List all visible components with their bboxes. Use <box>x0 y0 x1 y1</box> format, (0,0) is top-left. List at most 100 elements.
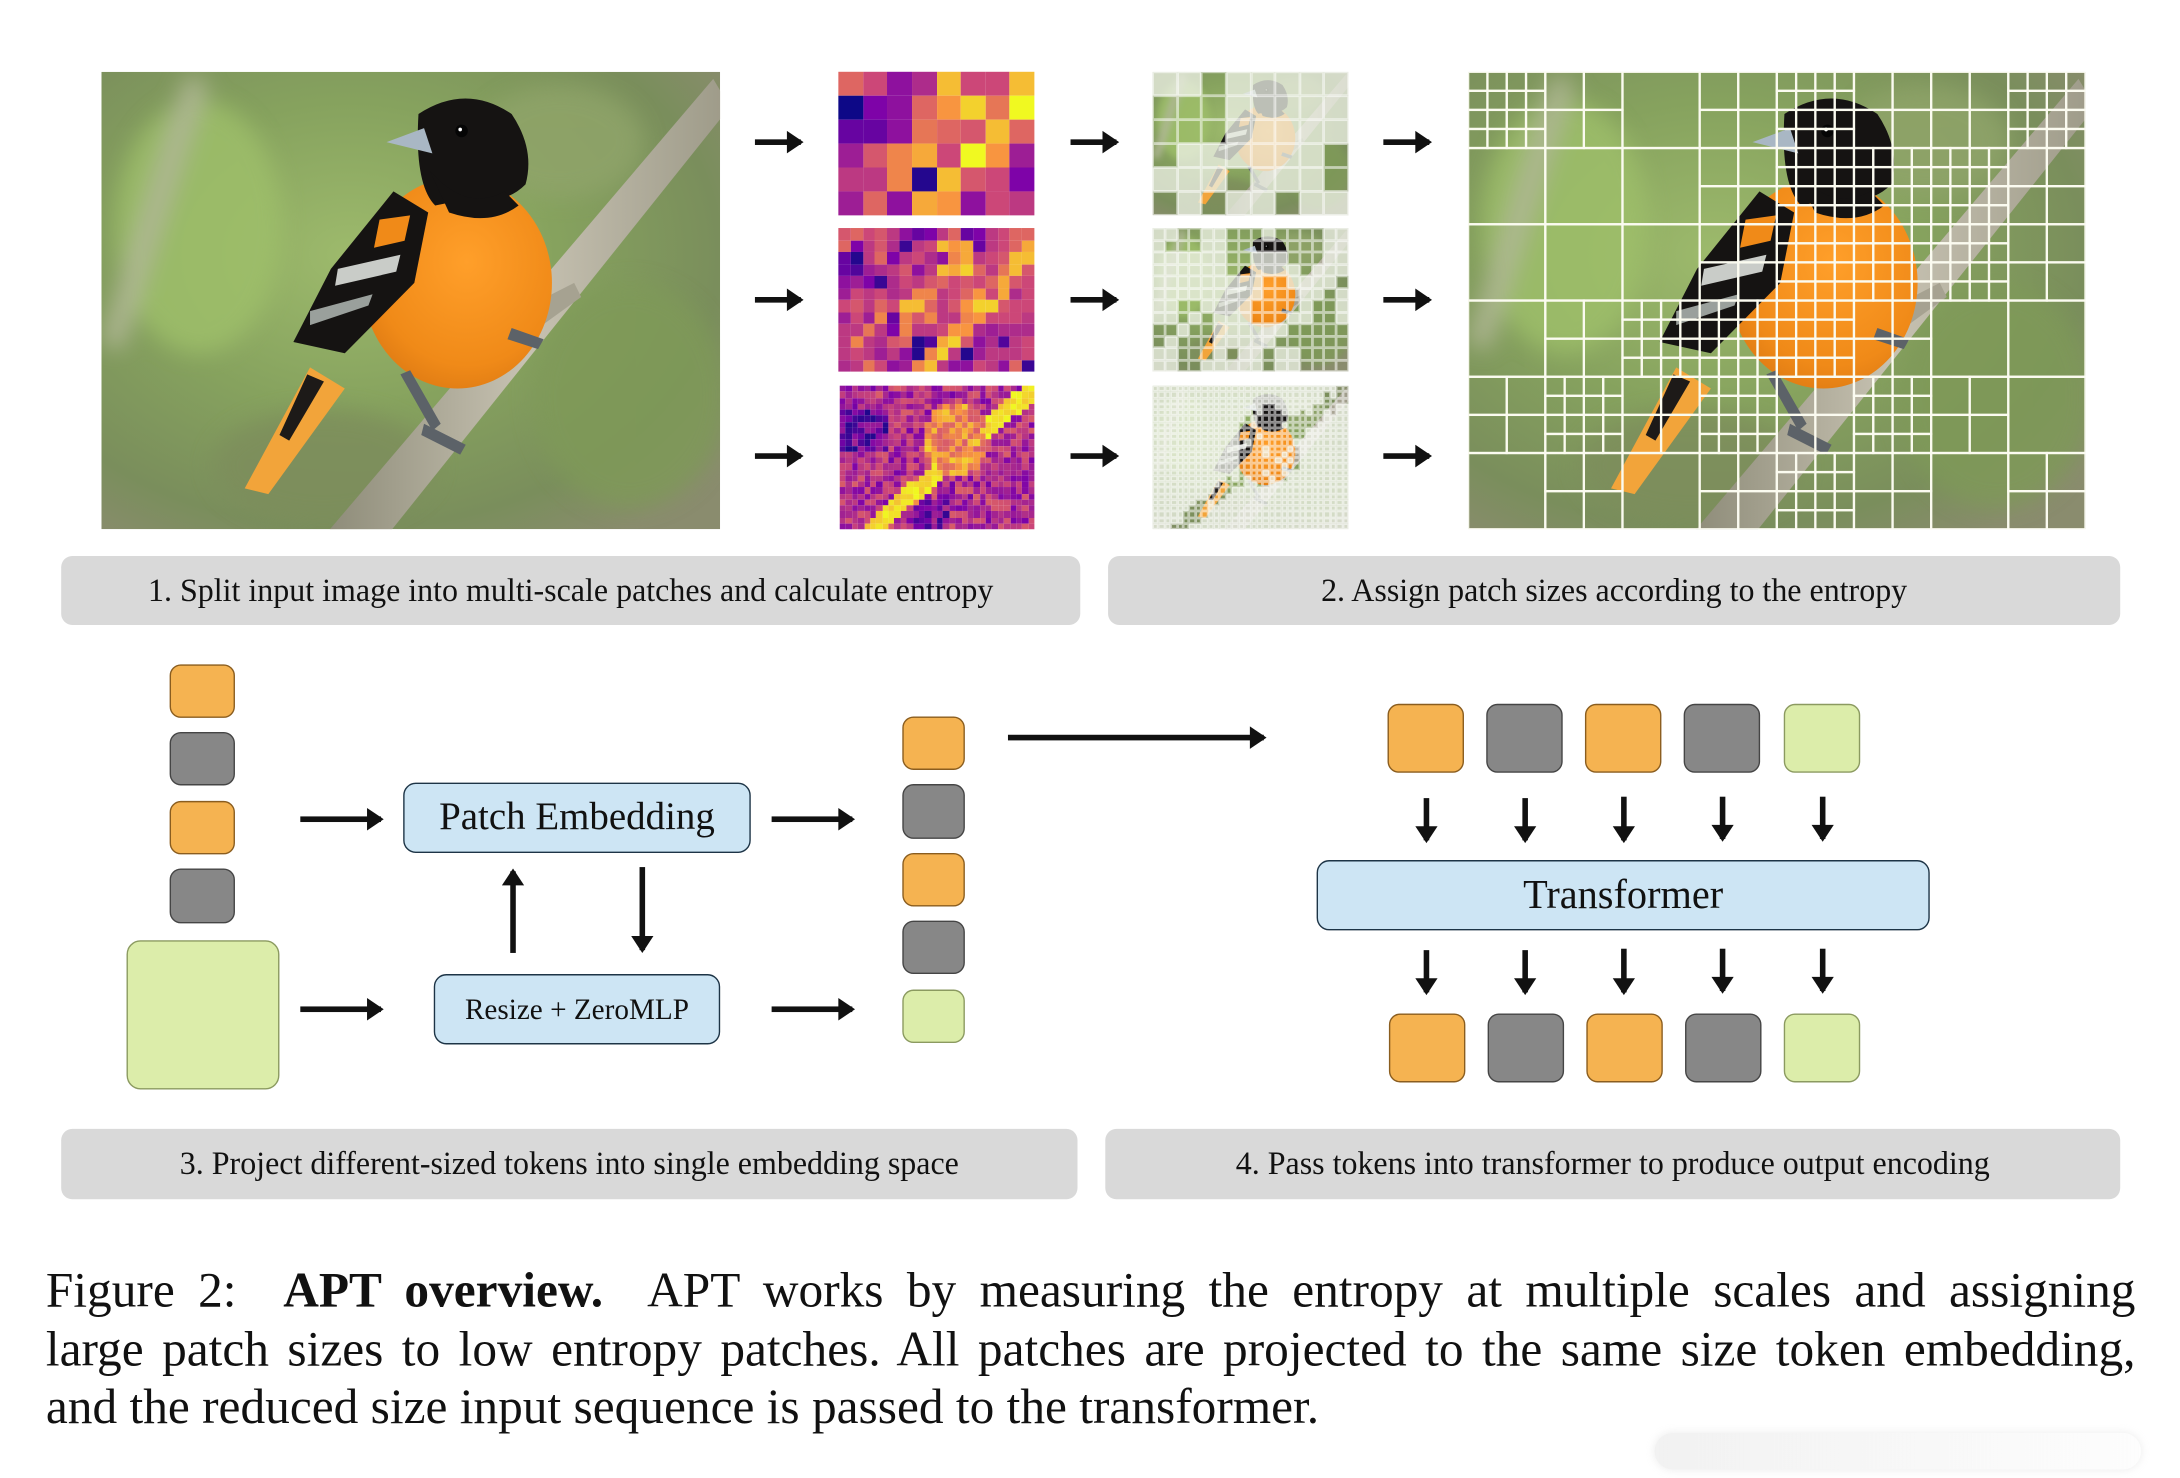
masked-patch <box>1158 439 1165 446</box>
entropy-cell <box>973 505 980 512</box>
adaptive-patch <box>1891 261 1913 283</box>
entropy-cell <box>906 391 913 398</box>
adaptive-patch <box>1930 242 1952 264</box>
adaptive-patch <box>1968 242 1991 264</box>
masked-patch <box>1152 311 1165 324</box>
masked-patch <box>1232 427 1239 434</box>
entropy-cell <box>862 335 876 348</box>
entropy-cell <box>943 427 950 434</box>
masked-patch <box>1213 475 1220 482</box>
adaptive-patch <box>1468 146 1547 226</box>
masked-patch <box>1342 493 1349 500</box>
masked-patch <box>1164 397 1171 404</box>
masked-patch <box>1287 475 1294 482</box>
masked-patch <box>1170 487 1178 494</box>
adaptive-patch <box>1775 71 1798 92</box>
masked-patch <box>1336 263 1349 276</box>
kept-patch <box>1275 335 1288 348</box>
entropy-cell <box>1010 433 1017 440</box>
kept-patch <box>1293 457 1300 464</box>
masked-patch <box>1281 391 1288 398</box>
entropy-cell <box>906 499 913 506</box>
entropy-cell <box>967 427 974 434</box>
adaptive-patch <box>1775 490 1798 512</box>
masked-patch <box>1152 517 1159 524</box>
entropy-cell <box>1022 347 1035 360</box>
kept-patch <box>1201 191 1227 216</box>
entropy-cell <box>967 445 974 452</box>
masked-patch <box>1226 391 1233 398</box>
adaptive-patch <box>1968 223 1991 245</box>
adaptive-patch <box>2007 451 2048 493</box>
entropy-cell <box>979 451 986 458</box>
masked-patch <box>1311 275 1325 288</box>
masked-patch <box>1299 287 1312 300</box>
entropy-cell <box>979 511 986 518</box>
masked-patch <box>1324 445 1331 452</box>
entropy-cell <box>838 167 863 192</box>
entropy-cell <box>955 397 962 404</box>
entropy-cell <box>1022 445 1029 452</box>
entropy-cell <box>857 427 865 434</box>
entropy-cell <box>839 397 846 404</box>
masked-patch <box>1250 251 1263 264</box>
input-token-small <box>169 731 235 786</box>
entropy-cell <box>838 335 851 348</box>
kept-patch <box>1287 427 1294 434</box>
masked-patch <box>1183 487 1190 494</box>
entropy-cell <box>967 505 974 512</box>
entropy-cell <box>864 385 871 392</box>
kept-patch <box>1287 239 1300 252</box>
entropy-cell <box>997 487 1004 494</box>
masked-patch <box>1299 311 1312 324</box>
entropy-cell <box>870 493 877 500</box>
entropy-cell <box>997 347 1010 360</box>
masked-patch <box>1330 385 1337 392</box>
adaptive-patch <box>1833 318 1856 340</box>
kept-patch <box>1189 505 1196 512</box>
entropy-cell <box>838 251 851 264</box>
masked-patch <box>1275 167 1300 192</box>
entropy-cell <box>943 469 950 476</box>
entropy-cell <box>894 409 901 416</box>
entropy-cell <box>850 335 863 348</box>
masked-patch <box>1342 505 1349 512</box>
adaptive-patch <box>1891 185 1913 207</box>
entropy-cell <box>936 251 949 264</box>
masked-patch <box>1305 493 1312 500</box>
entropy-cell <box>949 463 956 470</box>
adaptive-patch <box>1833 165 1856 188</box>
kept-patch <box>1195 517 1202 524</box>
masked-patch <box>1164 481 1171 488</box>
kept-patch <box>1336 385 1343 392</box>
entropy-cell <box>985 167 1010 192</box>
entropy-cell <box>862 167 888 192</box>
masked-patch <box>1275 143 1300 168</box>
masked-patch <box>1287 275 1300 288</box>
adaptive-patch <box>1987 146 2010 169</box>
kept-patch <box>1275 239 1288 252</box>
masked-patch <box>1226 493 1233 500</box>
masked-patch <box>1250 347 1263 360</box>
masked-patch <box>1226 397 1233 404</box>
entropy-cell <box>1022 421 1029 428</box>
masked-patch <box>1152 493 1159 500</box>
entropy-cell <box>888 523 895 530</box>
entropy-cell <box>937 415 944 422</box>
entropy-cell <box>899 311 912 324</box>
masked-patch <box>1287 347 1300 360</box>
entropy-cell <box>961 517 968 524</box>
entropy-cell <box>839 493 846 500</box>
entropy-cell <box>1003 511 1011 518</box>
entropy-cell <box>845 481 852 488</box>
entropy-cell <box>985 475 992 482</box>
kept-patch <box>1336 275 1349 288</box>
adaptive-patch <box>1910 204 1933 226</box>
entropy-cell <box>930 481 938 488</box>
entropy-cell <box>949 517 956 524</box>
masked-patch <box>1324 451 1331 458</box>
masked-patch <box>1195 451 1202 458</box>
kept-patch <box>1256 439 1263 446</box>
kept-patch <box>1244 421 1251 428</box>
